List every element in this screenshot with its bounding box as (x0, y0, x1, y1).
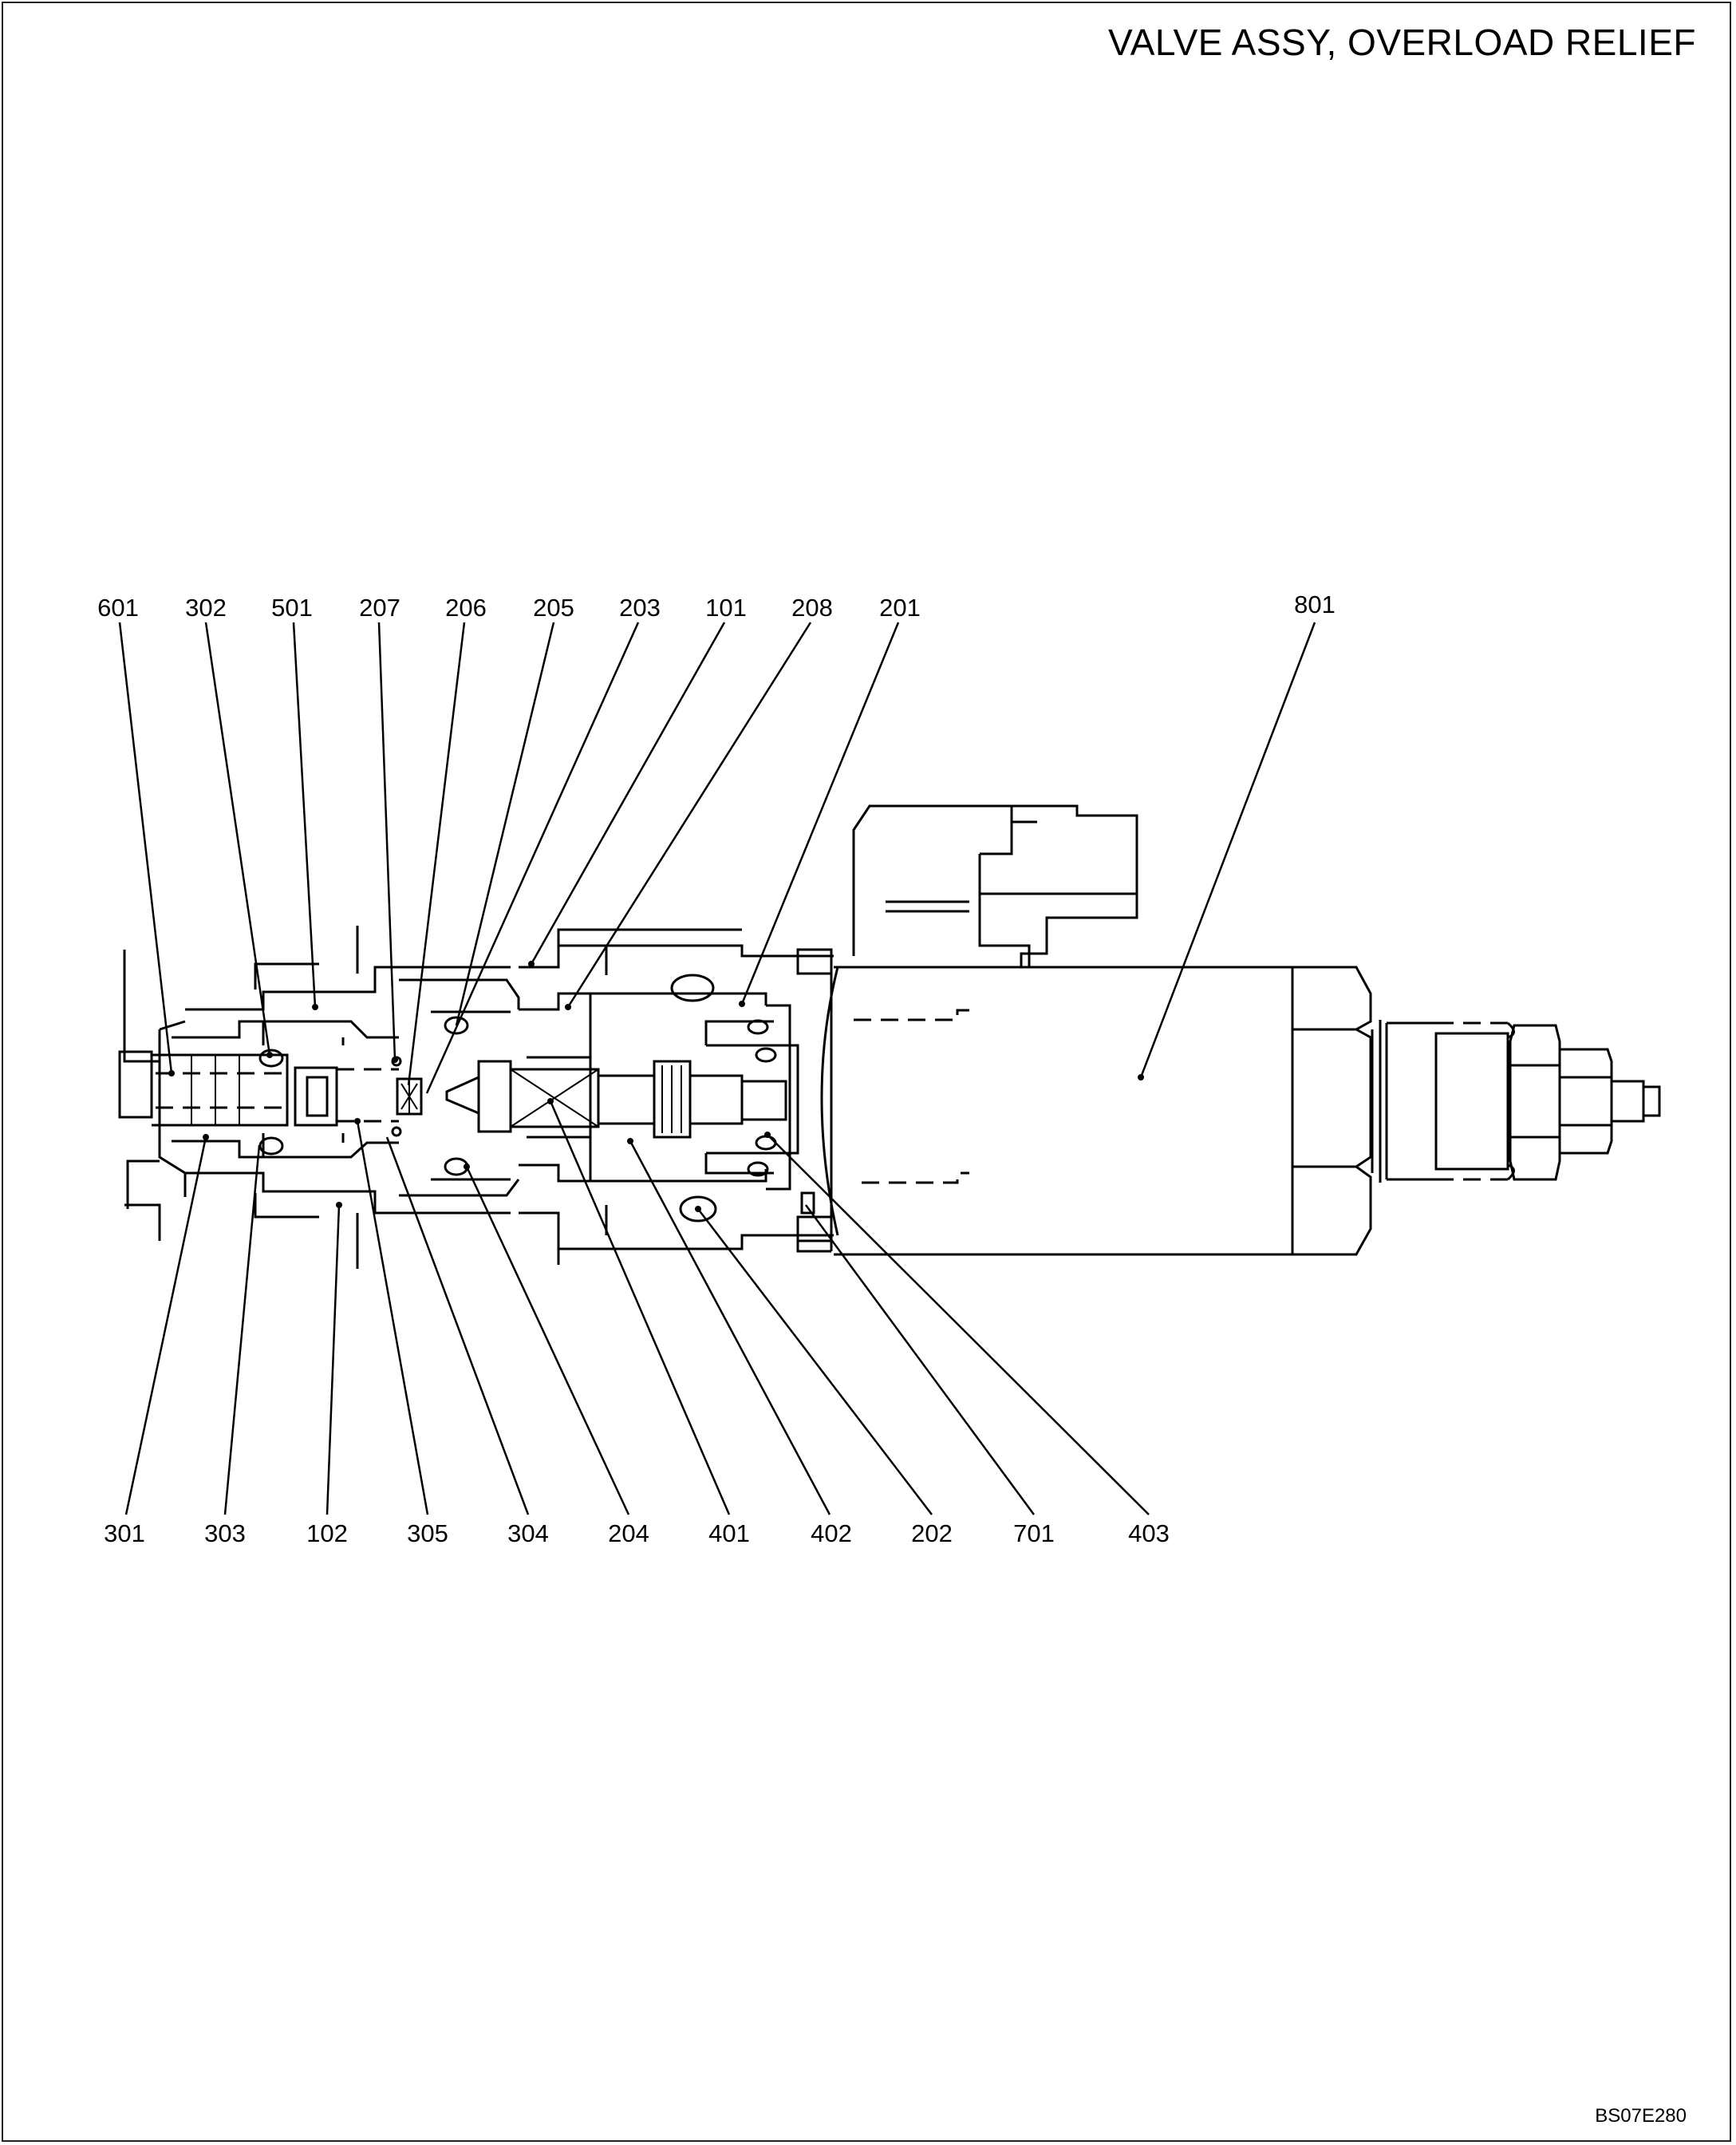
callout-601: 601 (97, 594, 139, 622)
callout-207: 207 (359, 594, 400, 622)
leader-dots (168, 961, 1144, 1212)
callout-403: 403 (1128, 1519, 1170, 1547)
callouts-top: 601 302 501 207 206 205 203 101 208 201 … (97, 591, 1336, 622)
callout-201: 201 (879, 594, 921, 622)
callout-208: 208 (791, 594, 833, 622)
callout-102: 102 (306, 1519, 348, 1547)
callouts-bottom: 301 303 102 305 304 204 401 402 202 701 … (104, 1519, 1170, 1547)
callout-303: 303 (204, 1519, 246, 1547)
callout-302: 302 (185, 594, 227, 622)
callout-205: 205 (533, 594, 574, 622)
callout-101: 101 (705, 594, 747, 622)
callout-204: 204 (608, 1519, 649, 1547)
callout-501: 501 (271, 594, 313, 622)
leader-lines (118, 622, 1316, 1515)
valve-assembly (118, 804, 1661, 1269)
callout-801: 801 (1294, 591, 1336, 618)
callout-401: 401 (708, 1519, 750, 1547)
callout-203: 203 (619, 594, 661, 622)
callout-402: 402 (811, 1519, 852, 1547)
drawing-code: BS07E280 (1595, 2105, 1687, 2127)
callout-206: 206 (445, 594, 487, 622)
callout-202: 202 (911, 1519, 953, 1547)
drawing-title: VALVE ASSY, OVERLOAD RELIEF (1107, 22, 1696, 63)
callout-305: 305 (407, 1519, 448, 1547)
callout-301: 301 (104, 1519, 145, 1547)
callout-304: 304 (507, 1519, 549, 1547)
callout-701: 701 (1013, 1519, 1055, 1547)
